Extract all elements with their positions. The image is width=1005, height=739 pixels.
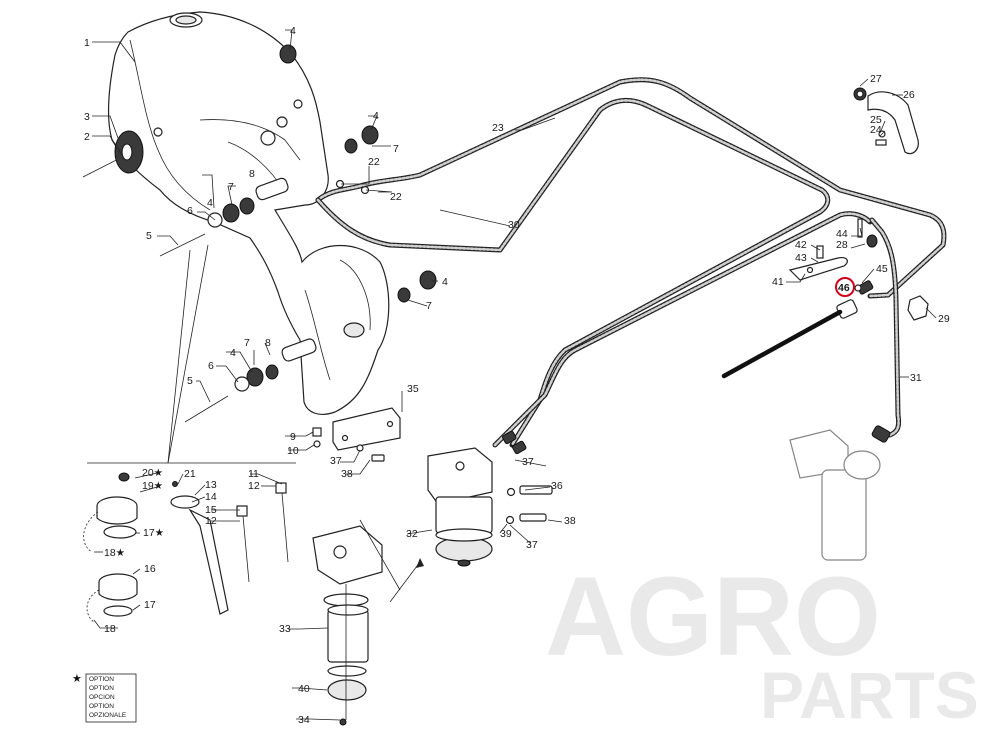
watermark: AGRO PARTS <box>545 554 979 732</box>
callout-19-option: 19★ <box>142 480 164 492</box>
callout-35: 35 <box>407 383 419 395</box>
callout-28: 28 <box>836 239 848 251</box>
callout-11: 11 <box>248 468 259 480</box>
callout-44: 44 <box>836 228 848 240</box>
filter-bracket-35 <box>332 407 401 451</box>
callout-27: 27 <box>870 73 882 85</box>
callout-5: 5 <box>187 375 193 387</box>
callout-41: 41 <box>772 276 784 288</box>
leak-off-line <box>721 309 843 379</box>
callout-6: 6 <box>208 360 214 372</box>
callout-18-option: 18★ <box>104 547 126 559</box>
legend-line: OPTION <box>89 676 114 683</box>
callout-16: 16 <box>144 563 156 575</box>
fuel-filter-32 <box>427 447 493 567</box>
callout-13: 13 <box>205 479 217 491</box>
callout-17: 17 <box>144 599 156 611</box>
callout-21: 21 <box>184 468 196 480</box>
callout-4: 4 <box>207 197 213 209</box>
callout-7: 7 <box>244 337 250 349</box>
callout-22: 22 <box>368 156 380 168</box>
watermark-agro: AGRO <box>545 554 881 679</box>
callout-24: 24 <box>870 124 882 136</box>
legend-line: OPZIONALE <box>89 712 127 719</box>
callout-12: 12 <box>205 515 217 527</box>
highlight-circle-46 <box>835 277 855 297</box>
tank-hardware <box>82 44 437 448</box>
callout-32: 32 <box>406 528 418 540</box>
callout-1: 1 <box>84 37 90 49</box>
option-legend: ★ OPTION OPTION OPCION OPTION OPZIONALE <box>72 672 137 723</box>
callout-33: 33 <box>279 623 291 635</box>
callout-25: 25 <box>870 114 882 126</box>
callout-labels: 1 2 3 4 4 4 4 4 5 5 6 6 7 7 7 7 8 8 9 10… <box>84 25 950 726</box>
callout-22: 22 <box>390 191 402 203</box>
callout-38: 38 <box>341 468 353 480</box>
spacer-8 <box>255 177 289 201</box>
callout-9: 9 <box>290 431 296 443</box>
callout-37: 37 <box>526 539 538 551</box>
callout-30: 30 <box>508 219 520 231</box>
callout-43: 43 <box>795 252 807 264</box>
legend-line: OPTION <box>89 703 114 710</box>
callout-34: 34 <box>298 714 310 726</box>
legend-line: OPCION <box>89 694 115 701</box>
fitting-46 <box>836 299 858 319</box>
callout-6: 6 <box>187 205 193 217</box>
callout-10: 10 <box>287 445 299 457</box>
callout-45: 45 <box>876 263 888 275</box>
callout-4: 4 <box>442 276 448 288</box>
callout-12: 12 <box>248 480 260 492</box>
callout-7: 7 <box>426 300 432 312</box>
callout-8: 8 <box>265 337 271 349</box>
leader-lines <box>92 29 937 721</box>
star-icon: ★ <box>72 672 82 685</box>
fuel-hoses <box>315 77 947 455</box>
callout-4: 4 <box>373 110 379 122</box>
callout-37: 37 <box>522 456 534 468</box>
callout-15: 15 <box>205 504 217 516</box>
callout-26: 26 <box>903 89 915 101</box>
callout-46: 46 <box>838 282 850 294</box>
callout-4: 4 <box>290 25 296 37</box>
callout-7: 7 <box>228 181 234 193</box>
bracket-26 <box>853 87 919 155</box>
callout-40: 40 <box>298 683 310 695</box>
callout-39: 39 <box>500 528 512 540</box>
callout-29: 29 <box>938 313 950 325</box>
callout-23: 23 <box>492 122 504 134</box>
callout-17-option: 17★ <box>143 527 165 539</box>
engine-fuel-filter <box>789 429 881 561</box>
callout-7: 7 <box>393 143 399 155</box>
callout-20-option: 20★ <box>142 467 164 479</box>
watermark-parts: PARTS <box>760 658 979 732</box>
filler-caps-and-gauges <box>83 244 296 623</box>
legend-line: OPTION <box>89 685 114 692</box>
clip-29 <box>907 295 929 321</box>
callout-38: 38 <box>564 515 576 527</box>
callout-2: 2 <box>84 131 90 143</box>
callout-8: 8 <box>249 168 255 180</box>
callout-31: 31 <box>910 372 922 384</box>
callout-4: 4 <box>230 347 236 359</box>
callout-5: 5 <box>146 230 152 242</box>
callout-37: 37 <box>330 455 342 467</box>
callout-18: 18 <box>104 623 116 635</box>
callout-3: 3 <box>84 111 90 123</box>
callout-14: 14 <box>205 491 217 503</box>
callout-36: 36 <box>551 480 563 492</box>
callout-42: 42 <box>795 239 807 251</box>
filter-exploded-view <box>312 519 424 726</box>
